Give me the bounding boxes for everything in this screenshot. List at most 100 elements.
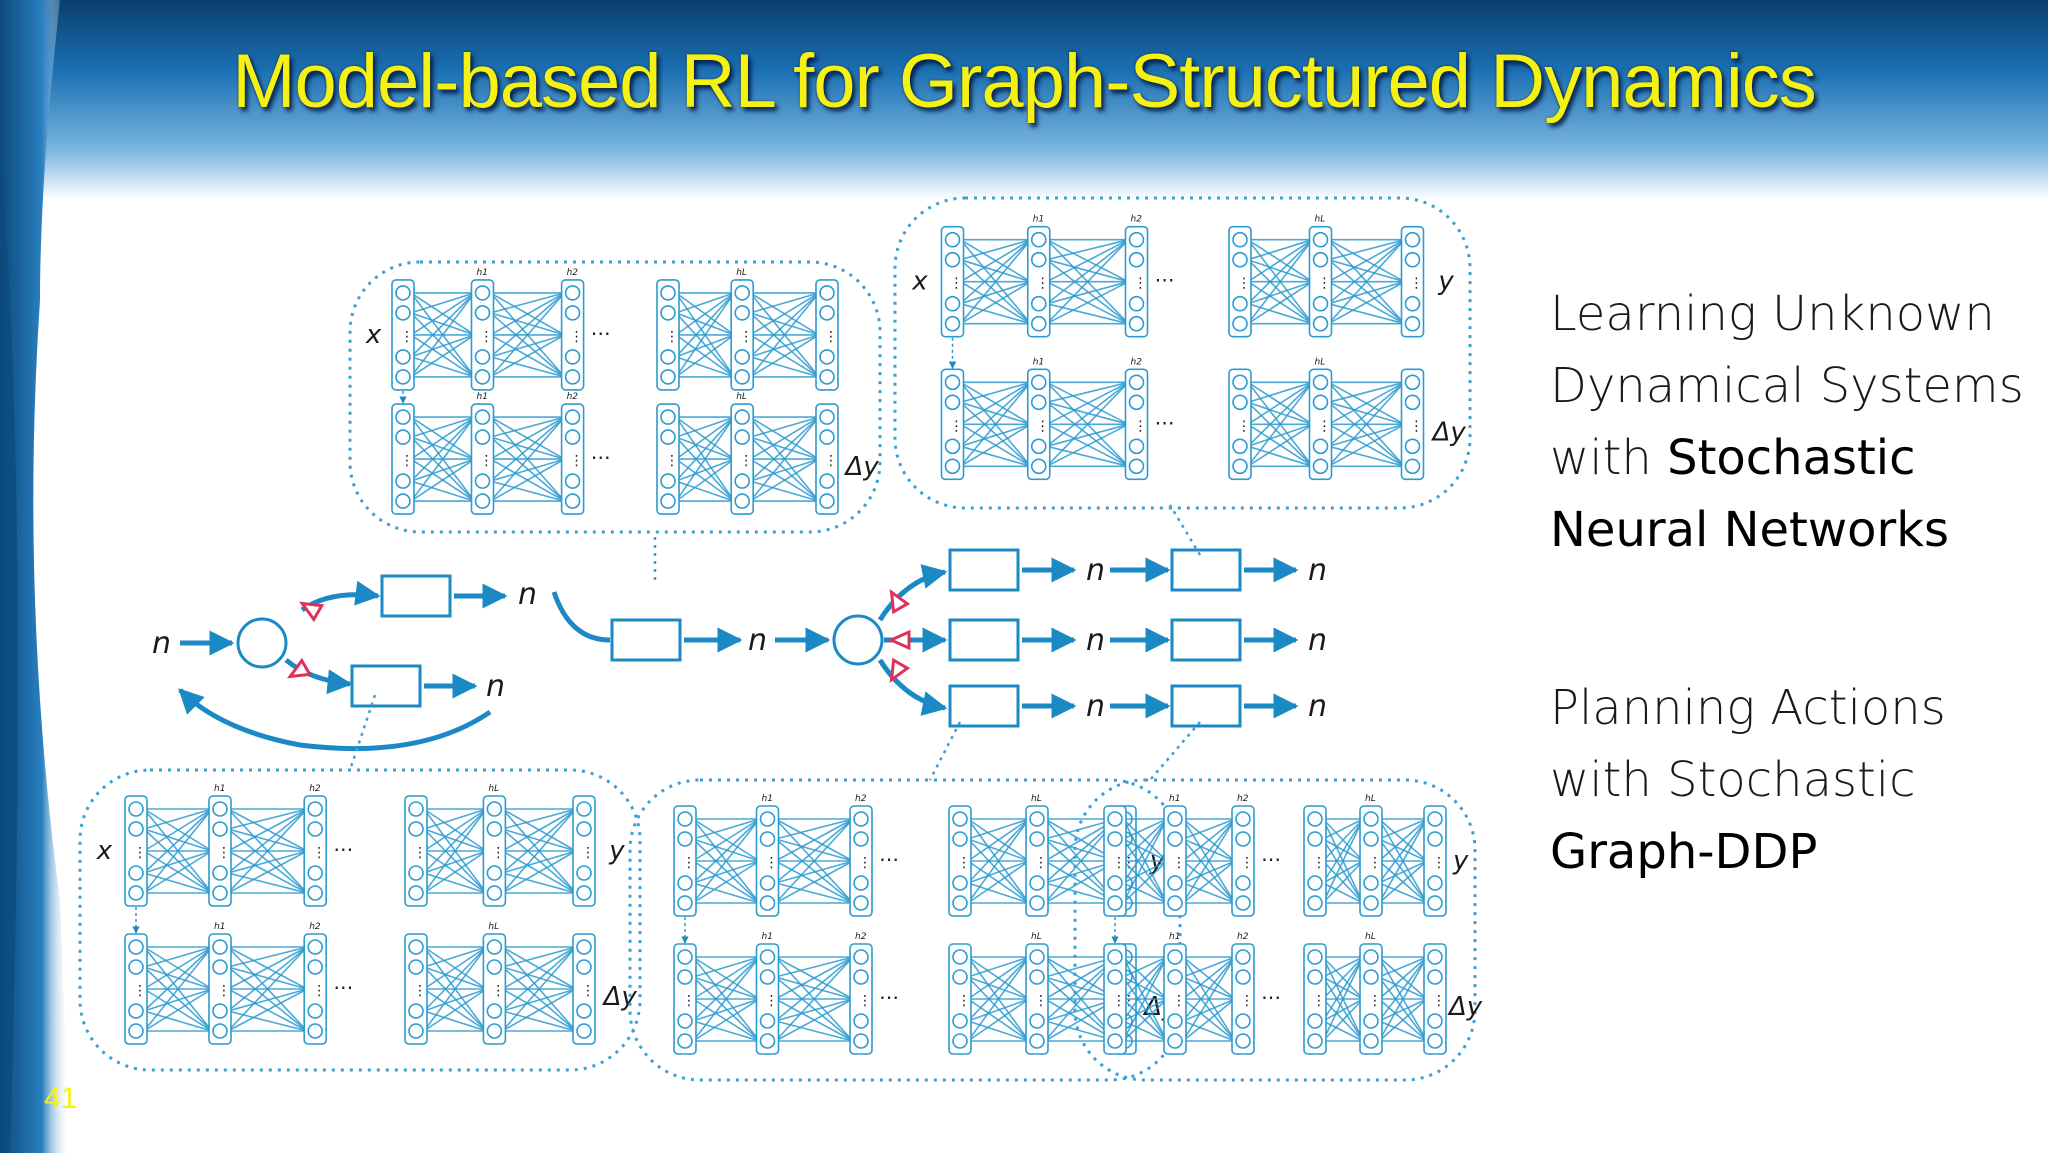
net-neuron xyxy=(1235,1013,1251,1029)
dynamics-box-middle xyxy=(610,618,682,662)
net-connection xyxy=(1046,238,1129,283)
vertical-ellipsis-icon: ⋮ xyxy=(950,418,964,434)
vertical-ellipsis-icon: ⋮ xyxy=(1112,993,1126,1009)
hidden-layer-label: hL xyxy=(488,922,499,932)
net-neuron xyxy=(576,1003,592,1019)
net-neuron xyxy=(408,821,424,837)
net-neuron xyxy=(395,305,411,321)
net-neuron xyxy=(474,429,491,445)
net-connection xyxy=(749,312,820,378)
vertical-ellipsis-icon: ⋮ xyxy=(1410,418,1424,434)
net-neuron xyxy=(1232,458,1248,475)
net-connection xyxy=(692,998,760,1042)
hidden-layer-label: h2 xyxy=(567,268,579,278)
net-connection xyxy=(502,988,577,1012)
net-bubble-outline xyxy=(348,260,882,534)
net-connection xyxy=(692,882,760,904)
vertical-ellipsis-icon: ⋮ xyxy=(1312,993,1326,1009)
net-neuron xyxy=(952,875,968,891)
dynamics-box-col2 xyxy=(1170,684,1242,728)
net-connection xyxy=(1182,838,1236,904)
net-connection xyxy=(490,416,565,460)
net-connection xyxy=(959,239,1032,305)
callout-pointer xyxy=(1149,721,1201,781)
dynamics-box-upper-left xyxy=(380,574,452,618)
net-neuron xyxy=(395,349,411,365)
hidden-layer-label: hL xyxy=(1365,932,1376,942)
net-neuron xyxy=(853,875,869,891)
net-connection xyxy=(1327,401,1406,467)
net-connection xyxy=(1328,238,1405,283)
net-connection xyxy=(959,239,1032,325)
net-neuron xyxy=(1107,895,1123,911)
net-connection xyxy=(1378,956,1428,1022)
net-connection xyxy=(1122,956,1168,978)
net-neuron xyxy=(1107,949,1123,965)
chance-node-left xyxy=(236,617,288,669)
net-connection xyxy=(502,988,577,1032)
net-connection xyxy=(423,808,488,894)
net-neuron xyxy=(486,959,503,975)
net-connection xyxy=(749,416,820,438)
net-neuron xyxy=(1029,875,1045,891)
net-connection xyxy=(1247,238,1313,261)
net-neuron xyxy=(1029,895,1045,911)
net-connection xyxy=(1247,423,1313,448)
net-neuron xyxy=(1167,1033,1183,1049)
net-neuron xyxy=(1307,875,1323,891)
net-connection xyxy=(423,1010,487,1032)
callout-pointer xyxy=(1168,504,1202,556)
net-neuron xyxy=(1029,969,1045,985)
net-neuron xyxy=(212,959,228,975)
net-neuron xyxy=(408,1003,424,1019)
net-neuron xyxy=(474,473,491,489)
net-connection xyxy=(1122,998,1168,1042)
net-connection xyxy=(749,292,820,378)
net-neuron xyxy=(128,821,144,837)
net-neuron xyxy=(734,473,751,489)
net-neuron xyxy=(1312,374,1329,391)
net-bubble-outline xyxy=(893,196,1472,510)
vertical-ellipsis-icon: ⋮ xyxy=(1312,855,1326,871)
net-connection xyxy=(675,292,735,336)
net-neuron xyxy=(1029,811,1045,827)
net-neuron xyxy=(1235,831,1251,847)
net-neuron xyxy=(395,369,411,385)
net-connection xyxy=(1122,860,1168,884)
net-neuron xyxy=(212,801,228,817)
net-connection xyxy=(423,946,487,990)
net-connection xyxy=(489,292,566,358)
bullet-planning-line3-bold: Graph-DDP xyxy=(1550,824,1818,880)
hidden-layer-label: h1 xyxy=(762,932,773,942)
net-connection xyxy=(967,818,1030,862)
net-connection xyxy=(423,966,487,1032)
dynamics-box-col1 xyxy=(948,618,1020,662)
net-neuron xyxy=(1232,374,1248,391)
net-connection xyxy=(1378,998,1428,1042)
vertical-ellipsis-icon: ⋮ xyxy=(217,983,231,999)
net-connection xyxy=(967,818,1030,840)
net-connection xyxy=(490,334,565,358)
net-input-label: x xyxy=(96,836,113,866)
net-neuron xyxy=(1030,251,1047,268)
net-connection xyxy=(501,966,577,1032)
node-n-col2: n xyxy=(1308,689,1327,724)
net-connection xyxy=(227,946,308,968)
net-connection xyxy=(1378,818,1428,840)
net-neuron xyxy=(759,895,776,911)
dynamics-box-col1 xyxy=(948,684,1020,728)
net-neuron xyxy=(1235,895,1251,911)
net-connection xyxy=(423,808,487,830)
bullet-planning: Planning Actions with Stochastic Graph-D… xyxy=(1550,672,1946,888)
hidden-layer-label: h1 xyxy=(214,784,225,794)
net-connection xyxy=(749,416,820,482)
net-connection xyxy=(675,292,735,314)
net-connection xyxy=(749,334,820,378)
ellipsis-icon: ⋯ xyxy=(1155,410,1175,434)
net-connection xyxy=(960,445,1031,468)
net-connection xyxy=(501,946,577,1012)
net-connection xyxy=(490,480,565,502)
net-connection xyxy=(1247,381,1314,447)
net-neuron xyxy=(677,831,693,847)
